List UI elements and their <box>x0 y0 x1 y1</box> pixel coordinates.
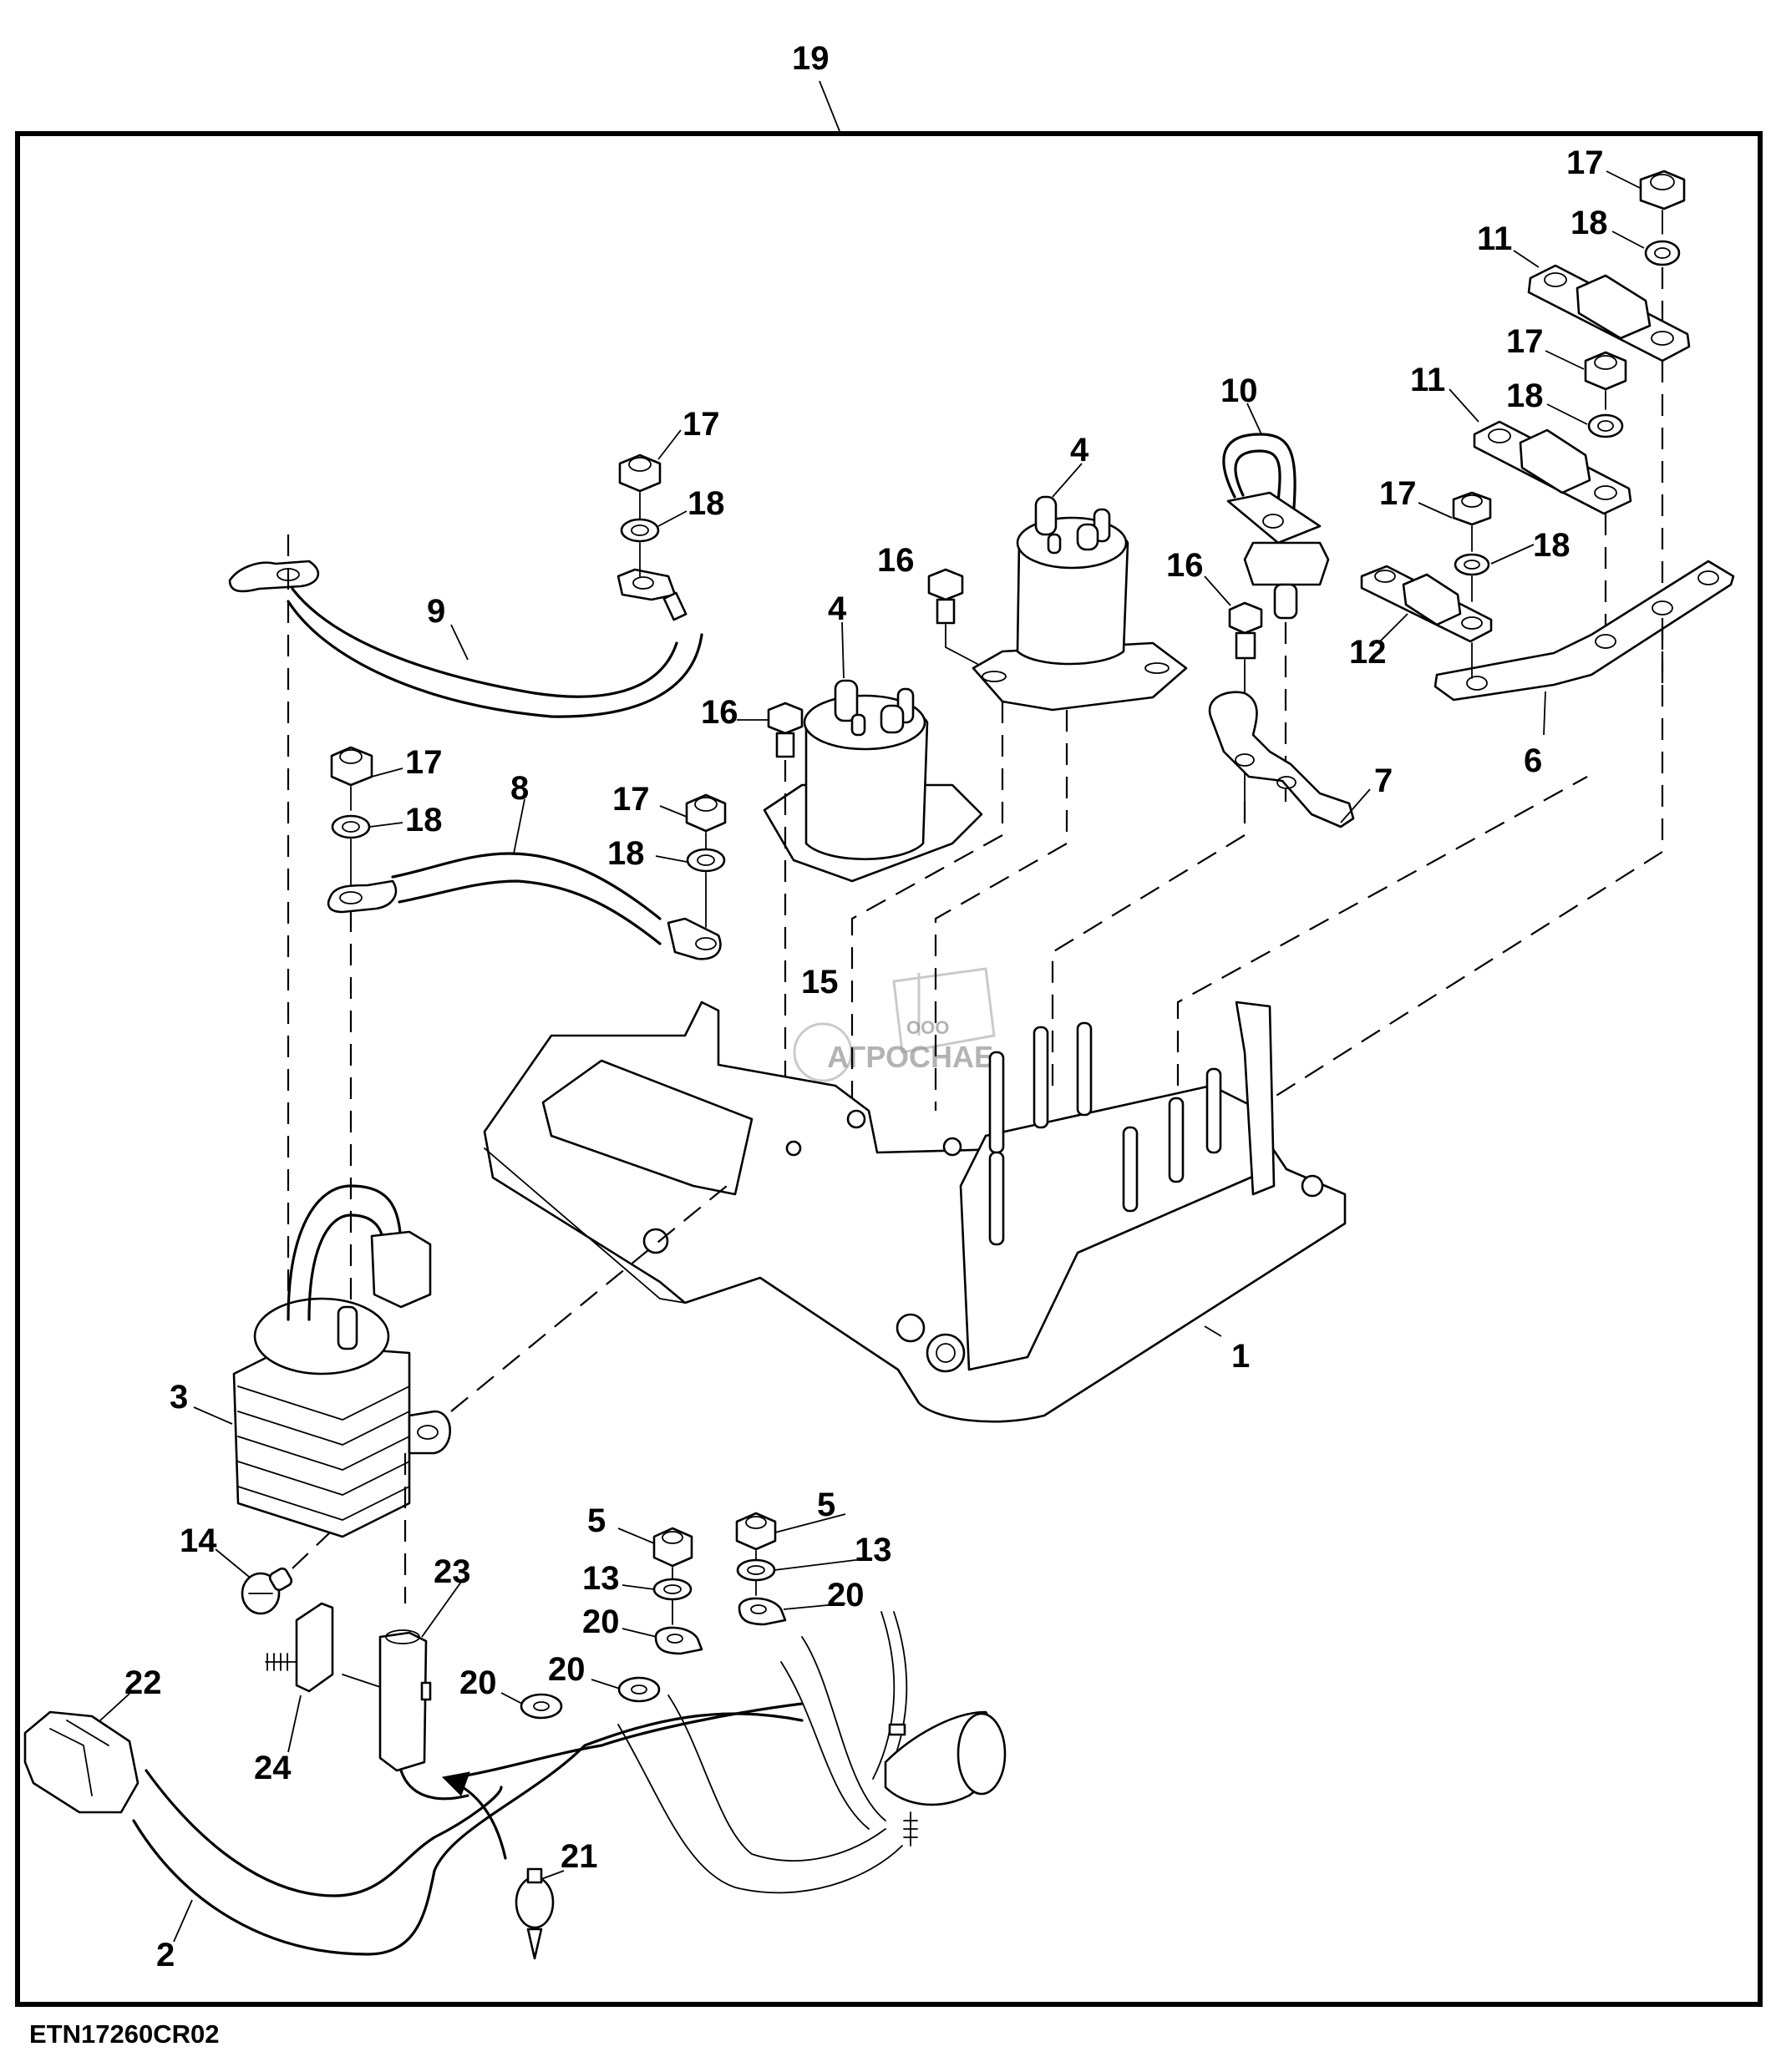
callout-17: 17 <box>1506 323 1544 360</box>
callout-17: 17 <box>682 406 720 443</box>
callout-18: 18 <box>607 835 645 872</box>
relay-3 <box>232 1184 452 1538</box>
callout-18: 18 <box>1570 205 1608 241</box>
connector-22 <box>23 1710 140 1814</box>
callout-13: 13 <box>582 1560 620 1597</box>
cable-9 <box>228 560 703 718</box>
callout-18: 18 <box>1533 527 1570 564</box>
callout-16: 16 <box>1166 547 1204 584</box>
callout-11: 11 <box>1410 362 1445 398</box>
callout-16: 16 <box>877 542 915 579</box>
nut-17-small <box>1452 491 1492 526</box>
washer-18-small <box>1454 553 1490 576</box>
callout-5: 5 <box>587 1502 606 1539</box>
callout-22: 22 <box>124 1664 162 1701</box>
washer-13-left <box>652 1578 693 1601</box>
leader-lines <box>99 170 1645 1943</box>
nut-17-cable9 <box>618 453 662 493</box>
watermark-prefix: ООО <box>906 1017 949 1038</box>
connector-23 <box>378 1629 432 1772</box>
callout-7: 7 <box>1374 762 1393 799</box>
callout-3: 3 <box>170 1379 188 1416</box>
callout-15: 15 <box>801 964 839 1001</box>
fuse-link-11-top <box>1527 264 1691 362</box>
washer-13-right <box>736 1558 776 1582</box>
callout-labels: 19 17 18 11 17 11 18 10 4 17 18 16 16 4 … <box>124 40 1608 1973</box>
callout-16: 16 <box>701 694 738 731</box>
fuse-link-11-mid <box>1473 420 1632 515</box>
ring-terminal-20-a <box>654 1626 703 1655</box>
sensor-10 <box>1222 433 1330 620</box>
assembly-frame <box>15 131 1763 2007</box>
watermark-name: АГРОСНАБ <box>827 1040 996 1074</box>
callout-24: 24 <box>254 1750 292 1786</box>
callout-18: 18 <box>1506 377 1544 414</box>
callout-18: 18 <box>405 802 443 838</box>
callout-4: 4 <box>828 590 847 627</box>
callout-5: 5 <box>817 1487 835 1523</box>
callout-18: 18 <box>688 485 725 522</box>
washer-18-mid <box>1587 413 1624 438</box>
fuse-link-12 <box>1360 565 1493 643</box>
watermark-harvester-icon <box>892 967 996 1054</box>
base-plate-1 <box>483 1001 1347 1423</box>
callout-20: 20 <box>582 1603 620 1640</box>
ring-terminal-20-d <box>520 1693 563 1720</box>
screw-14 <box>241 1567 293 1615</box>
clip-21 <box>515 1867 555 1960</box>
callout-9: 9 <box>427 593 445 630</box>
nut-5-left <box>652 1527 693 1568</box>
callout-14: 14 <box>180 1522 217 1559</box>
wiring-harness-2 <box>132 1611 1007 1956</box>
watermark: ООО АГРОСНАБ <box>793 967 996 1082</box>
callout-6: 6 <box>1524 742 1542 779</box>
washer-18-cable9 <box>620 518 660 543</box>
callout-10: 10 <box>1220 372 1258 409</box>
bolt-16-right <box>1228 601 1263 660</box>
callout-12: 12 <box>1349 634 1387 671</box>
nut-5-right <box>735 1512 777 1551</box>
rotation-arrowhead-icon <box>441 1771 470 1796</box>
washer-18-cable8-left <box>331 814 371 839</box>
callout-20: 20 <box>548 1651 586 1688</box>
solenoid-4-right <box>972 495 1188 712</box>
callout-19: 19 <box>792 40 830 77</box>
callout-13: 13 <box>855 1532 892 1568</box>
bolt-16-mid <box>927 568 964 625</box>
callout-20: 20 <box>827 1577 865 1614</box>
connector-lock-24 <box>265 1602 334 1693</box>
callout-20: 20 <box>459 1664 497 1701</box>
callout-2: 2 <box>156 1937 175 1973</box>
bolt-16-left <box>767 702 804 758</box>
washer-18-top <box>1644 240 1681 266</box>
nut-17-mid <box>1584 351 1627 391</box>
leader-1 <box>1204 1325 1222 1337</box>
solenoid-4-left <box>763 679 983 883</box>
nut-17-cable8-left <box>330 746 373 787</box>
bracket-7 <box>1208 691 1355 828</box>
callout-11: 11 <box>1477 220 1512 257</box>
callout-8: 8 <box>510 770 529 807</box>
callout-17: 17 <box>405 744 443 781</box>
nut-17-top <box>1639 170 1686 210</box>
callout-4: 4 <box>1070 432 1089 469</box>
callout-17: 17 <box>1566 144 1604 181</box>
callout-17: 17 <box>612 781 650 818</box>
figure-id-caption: ETN17260CR02 <box>29 2019 219 2049</box>
callout-23: 23 <box>434 1553 471 1590</box>
cable-8 <box>327 852 722 960</box>
callout-17: 17 <box>1379 475 1417 512</box>
bus-bar-6 <box>1433 560 1735 702</box>
nut-17-cable8-right <box>685 793 727 833</box>
ring-terminal-20-b <box>738 1597 787 1626</box>
callout-1: 1 <box>1231 1338 1250 1375</box>
washer-18-cable8-right <box>686 848 726 873</box>
leader-19 <box>819 80 840 132</box>
callout-21: 21 <box>561 1838 598 1875</box>
ring-terminal-20-c <box>617 1676 661 1703</box>
